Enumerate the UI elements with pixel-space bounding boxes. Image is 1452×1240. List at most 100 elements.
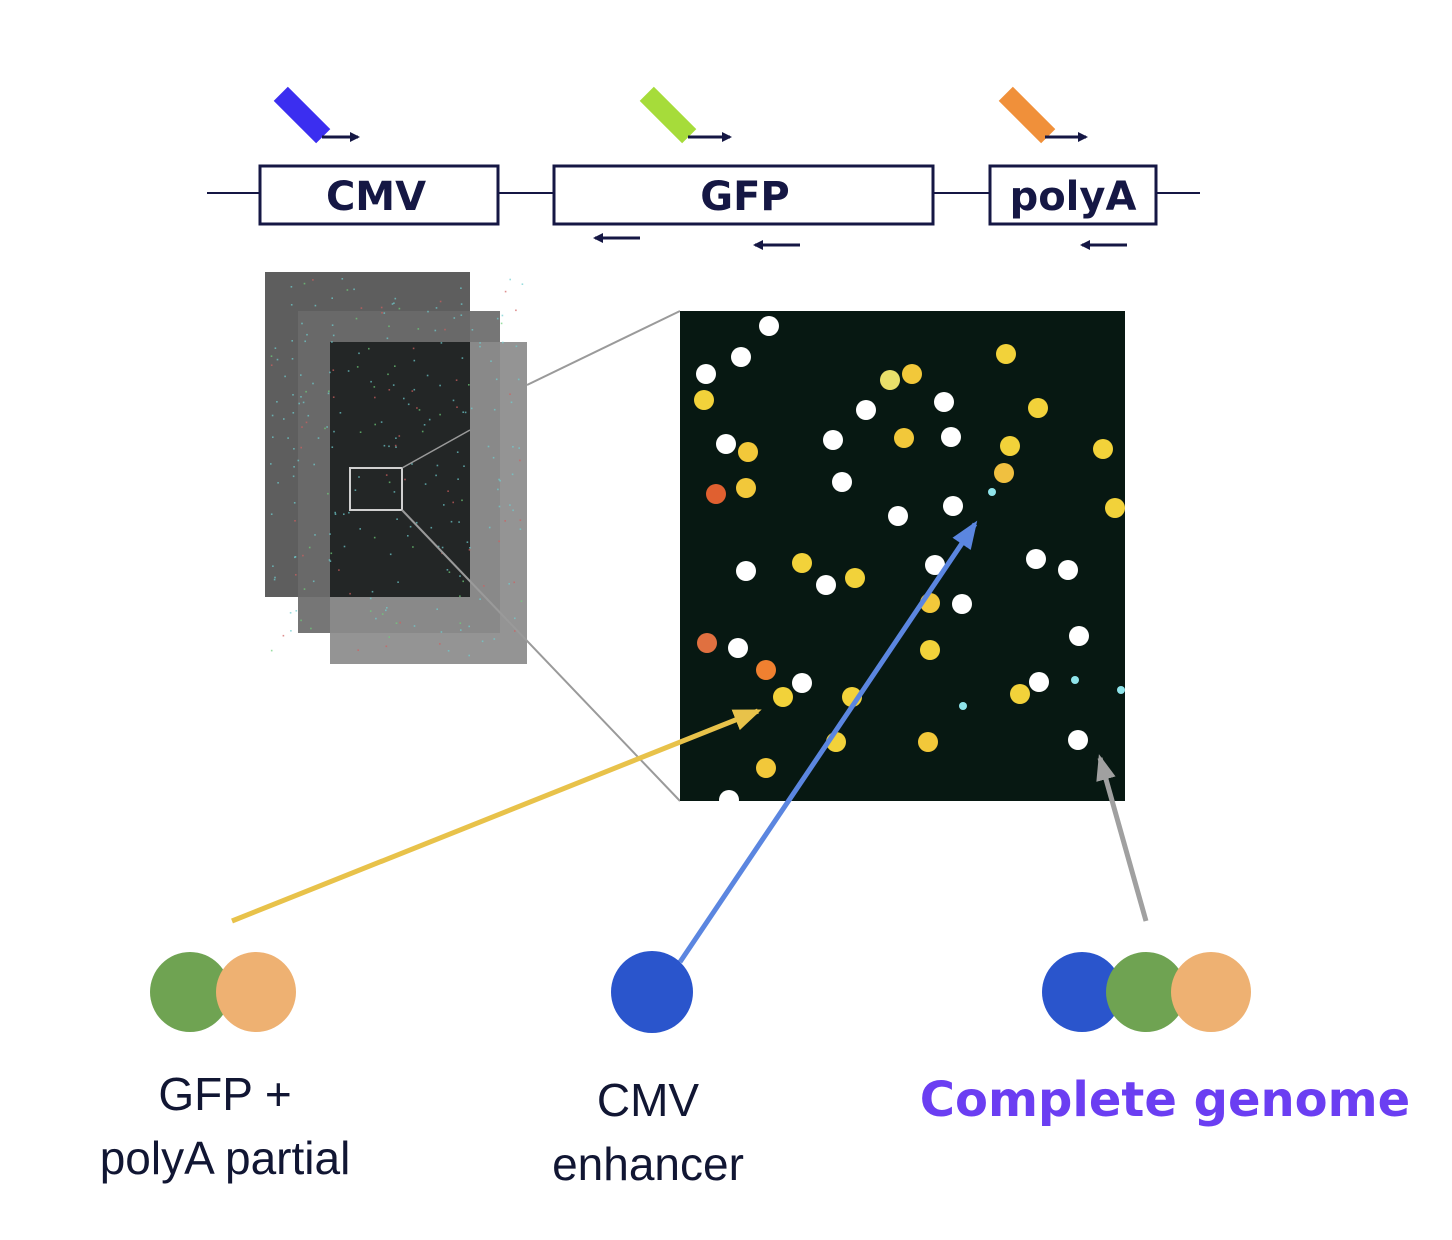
fluorescence-speck <box>306 333 308 336</box>
fluorescence-speck <box>291 358 294 360</box>
fluorescence-speck <box>407 535 409 537</box>
fluorescence-speck <box>312 279 314 281</box>
fluorescence-speck <box>500 322 503 325</box>
fluorescence-speck <box>421 430 424 433</box>
fluorescence-speck <box>270 355 273 357</box>
fluorescence-speck <box>413 359 416 362</box>
droplet-spot <box>694 390 714 410</box>
fluorescence-speck <box>394 365 396 367</box>
droplet-spot <box>697 633 717 653</box>
fluorescence-speck <box>293 448 295 450</box>
fluorescence-speck <box>413 388 416 391</box>
fluorescence-speck <box>447 490 449 492</box>
fluorescence-speck <box>392 384 395 386</box>
fluorescence-speck <box>300 619 302 622</box>
droplet-spot <box>920 640 940 660</box>
fluorescence-speck <box>300 446 302 449</box>
fluorescence-speck <box>343 513 345 515</box>
fluorescence-speck <box>373 386 376 388</box>
fluorescence-speck <box>468 549 471 551</box>
fluorescence-speck <box>386 337 389 340</box>
fluorescence-speck <box>284 375 286 378</box>
fluorescence-speck <box>312 580 315 583</box>
droplet-spot <box>792 553 812 573</box>
fluorescence-speck <box>298 402 300 405</box>
fluorescence-speck <box>271 414 274 417</box>
fluorescence-speck <box>292 475 295 478</box>
partition-image-stack <box>265 272 527 664</box>
fluorescence-speck <box>282 634 285 637</box>
fluorescence-speck <box>380 421 383 423</box>
fluorescence-speck <box>492 456 495 459</box>
fluorescence-speck <box>493 638 496 640</box>
fluorescence-speck <box>387 373 389 376</box>
fluorescence-speck <box>417 328 420 330</box>
fluorescence-speck <box>404 478 406 481</box>
fluorescence-speck <box>272 565 274 567</box>
fluorescence-speck <box>343 545 346 548</box>
fluorescence-speck <box>347 370 350 372</box>
fluorescence-speck <box>293 502 296 504</box>
fluorescence-speck <box>502 341 504 344</box>
fluorescence-speck <box>468 384 470 386</box>
fluorescence-speck <box>307 414 310 417</box>
fluorescence-speck <box>369 610 372 612</box>
fluorescence-speck <box>448 571 451 573</box>
fluorescence-speck <box>439 384 441 387</box>
fluorescence-speck <box>519 459 521 462</box>
fluorescence-speck <box>513 581 515 584</box>
fluorescence-speck <box>291 340 293 342</box>
fluorescence-speck <box>466 541 469 543</box>
fluorescence-speck <box>426 374 429 377</box>
fluorescence-speck <box>501 314 504 317</box>
droplet-spot <box>994 463 1014 483</box>
fluorescence-speck <box>435 307 438 309</box>
droplet-spot <box>736 561 756 581</box>
droplet-spot <box>1093 439 1113 459</box>
fluorescence-speck <box>444 328 446 331</box>
fluorescence-speck <box>459 622 462 624</box>
fluorescence-speck <box>375 617 377 620</box>
fluorescence-speck <box>385 645 388 648</box>
fluorescence-speck <box>394 444 397 447</box>
fluorescence-speck <box>305 421 308 424</box>
droplet-spot <box>918 732 938 752</box>
fluorescence-speck <box>399 621 401 624</box>
cmv-dot <box>1042 952 1122 1032</box>
fluorescence-speck <box>411 390 414 392</box>
fluorescence-speck <box>483 585 485 587</box>
fluorescence-speck <box>389 553 392 556</box>
fluorescence-speck <box>374 423 376 426</box>
fluorescence-speck <box>391 303 394 305</box>
fluorescence-speck <box>452 399 455 402</box>
droplet-spot <box>894 428 914 448</box>
zoom-line-bottom <box>401 509 681 802</box>
fluorescence-speck <box>396 518 398 520</box>
droplet-spot <box>1105 498 1125 518</box>
fluorescence-speck <box>450 520 453 523</box>
gfp-probe-tag <box>639 86 697 144</box>
droplet-spot <box>736 478 756 498</box>
fluorescence-speck <box>412 347 415 350</box>
fluorescence-speck <box>317 437 320 439</box>
fluorescence-speck <box>521 283 524 285</box>
droplet-spot <box>959 702 967 710</box>
fluorescence-speck <box>356 366 359 368</box>
fluorescence-speck <box>274 347 277 349</box>
fluorescence-speck <box>460 287 462 289</box>
fluorescence-speck <box>272 436 274 438</box>
droplet-spot <box>728 638 748 658</box>
gfp-dot <box>1106 952 1186 1032</box>
fluorescence-speck <box>292 412 295 414</box>
complete-caption: Complete genome <box>919 1072 1411 1128</box>
fluorescence-speck <box>512 509 514 512</box>
fluorescence-speck <box>436 464 439 467</box>
fluorescence-speck <box>329 533 331 535</box>
fluorescence-speck <box>386 607 388 609</box>
fluorescence-speck <box>441 546 444 549</box>
droplet-spot <box>996 344 1016 364</box>
fluorescence-speck <box>373 536 376 539</box>
fluorescence-speck <box>435 474 437 477</box>
fluorescence-speck <box>360 307 363 309</box>
droplet-spot <box>756 758 776 778</box>
